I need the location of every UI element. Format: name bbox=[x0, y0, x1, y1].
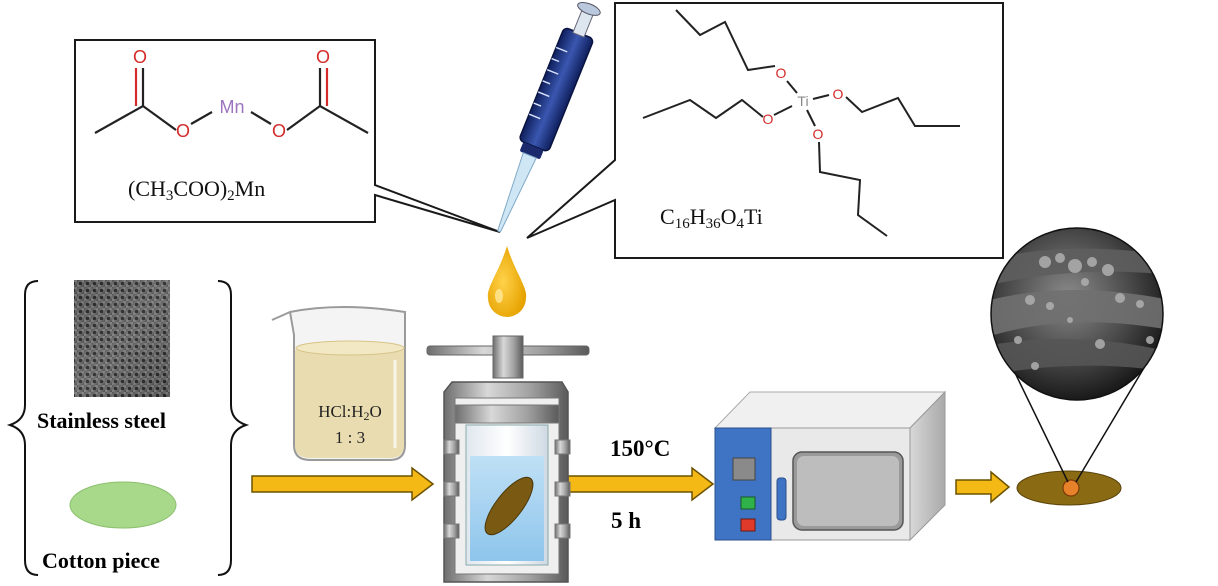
cotton-piece-shape bbox=[69, 481, 177, 529]
stainless-steel-label: Stainless steel bbox=[37, 408, 166, 433]
cotton-piece-label: Cotton piece bbox=[42, 548, 160, 573]
beaker-icon bbox=[271, 306, 406, 461]
arrow-to-product bbox=[955, 470, 1011, 504]
precursor-droplet bbox=[487, 246, 527, 317]
reaction-temperature: 150°C bbox=[610, 436, 671, 461]
manganese-acetate-formula: (CH3COO)2Mn bbox=[128, 176, 266, 204]
pipette-icon bbox=[497, 1, 601, 233]
acetate-oxygen-top-right: O bbox=[316, 47, 330, 67]
manganese-acetate-structure bbox=[94, 68, 369, 134]
reaction-time: 5 h bbox=[611, 508, 642, 533]
acetate-oxygen-bridge-right: O bbox=[272, 121, 286, 141]
acetate-manganese-atom: Mn bbox=[219, 97, 244, 117]
titanate-oxygen-left: O bbox=[763, 111, 774, 127]
titanium-butoxide-box: O O Ti O O bbox=[526, 2, 1004, 259]
acetate-oxygen-bridge-left: O bbox=[176, 121, 190, 141]
substrate-brace-right bbox=[217, 280, 250, 576]
titanium-butoxide-structure bbox=[642, 9, 960, 237]
autoclave-icon bbox=[426, 335, 590, 583]
titanate-oxygen-top: O bbox=[776, 65, 787, 81]
acid-ratio-label: HCl:H2O bbox=[318, 402, 382, 423]
oven-icon bbox=[713, 390, 947, 542]
titanium-butoxide-formula: C16H36O4Ti bbox=[660, 204, 763, 232]
manganese-acetate-box: O O Mn O O bbox=[74, 39, 501, 233]
titanate-oxygen-right: O bbox=[833, 86, 844, 102]
acid-ratio-values: 1 : 3 bbox=[334, 428, 366, 447]
substrate-brace-left bbox=[6, 280, 39, 576]
titanate-titanium-atom: Ti bbox=[797, 93, 808, 109]
arrow-to-autoclave bbox=[251, 466, 435, 502]
acetate-oxygen-top-left: O bbox=[133, 47, 147, 67]
titanate-oxygen-bottom: O bbox=[813, 126, 824, 142]
sem-image bbox=[990, 227, 1164, 401]
arrow-to-oven bbox=[567, 466, 715, 502]
